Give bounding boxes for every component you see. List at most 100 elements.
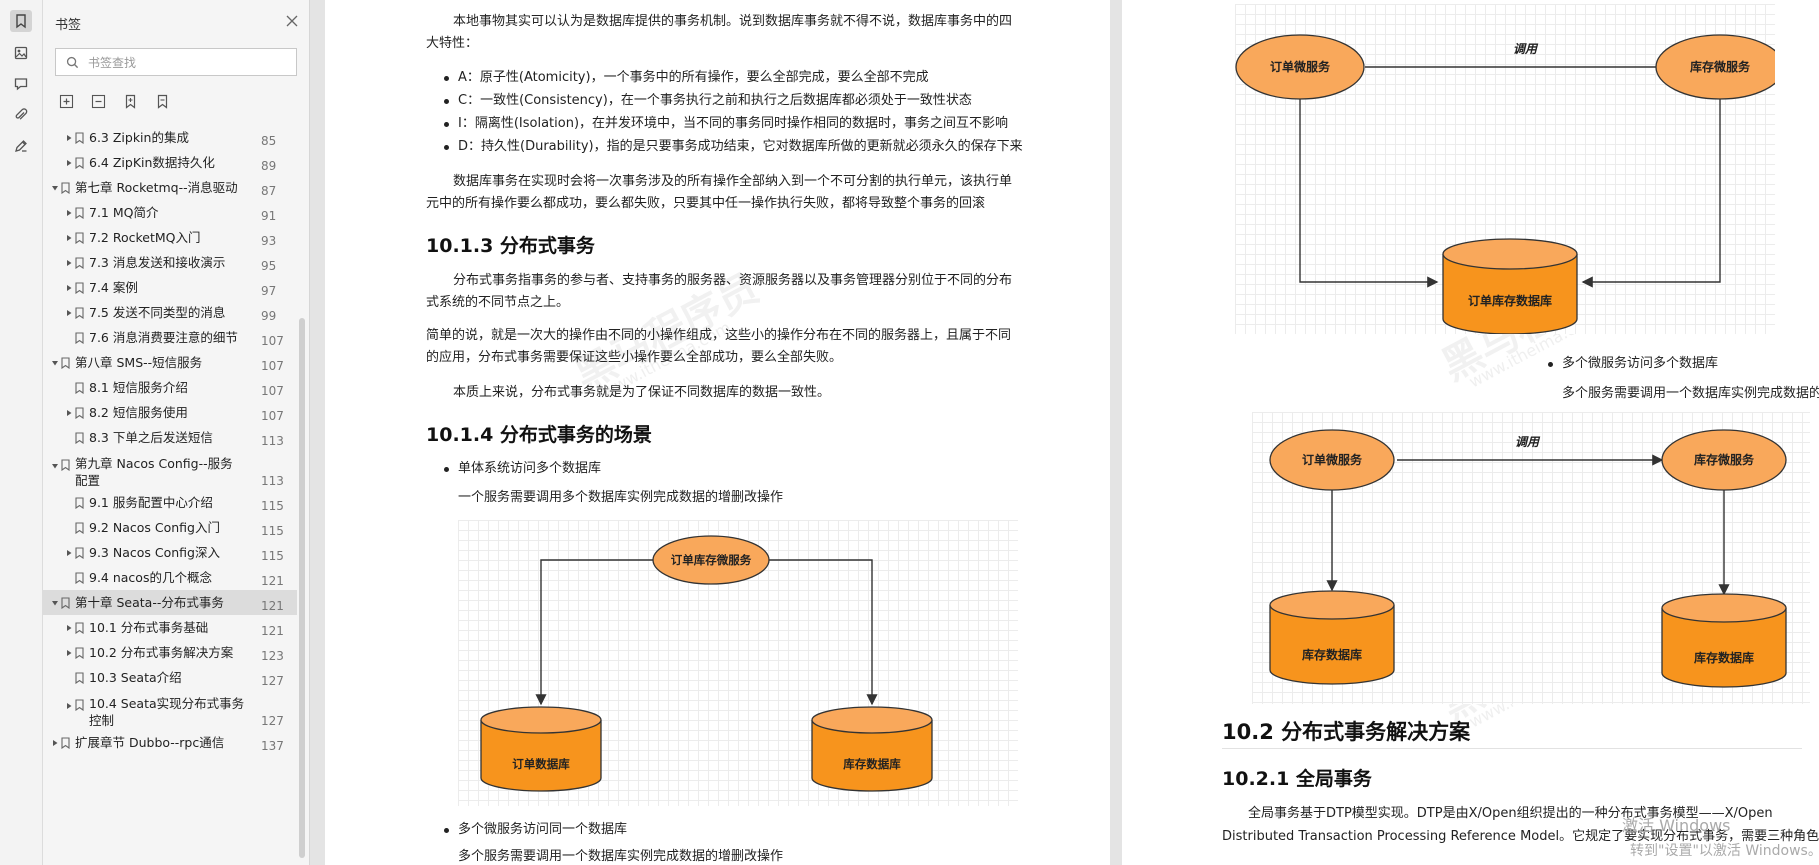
comment-icon[interactable] — [10, 73, 32, 95]
bookmark-item[interactable]: 9.2 Nacos Config入门 115 — [43, 515, 297, 540]
left-icon-rail — [0, 0, 43, 865]
bookmark-item-label: 9.2 Nacos Config入门 — [89, 520, 220, 535]
bookmark-item-page: 121 — [261, 574, 284, 588]
bookmark-item-page: 115 — [261, 524, 284, 538]
caret-right-icon[interactable] — [65, 234, 73, 242]
node-database: 订单数据库 — [512, 757, 570, 771]
expand-all-icon[interactable] — [57, 92, 75, 110]
close-icon[interactable] — [285, 14, 299, 28]
bookmark-item-page: 137 — [261, 739, 284, 753]
bookmark-panel-icon[interactable] — [10, 10, 32, 32]
paragraph-text: 数据库事务在实现时会将一次事务涉及的所有操作全部纳入到一个不可分割的执行单元，该… — [453, 174, 1013, 189]
caret-right-icon[interactable] — [65, 309, 73, 317]
bookmark-item-label: 第七章 Rocketmq--消息驱动 — [75, 180, 238, 195]
bookmark-search-box[interactable] — [55, 48, 297, 76]
caret-right-icon[interactable] — [65, 549, 73, 557]
bookmark-icon — [61, 596, 70, 609]
add-bookmark-icon[interactable] — [121, 92, 139, 110]
bookmark-icon — [75, 156, 84, 169]
bookmark-item[interactable]: 9.1 服务配置中心介绍 115 — [43, 490, 297, 515]
caret-down-icon[interactable] — [51, 359, 59, 367]
signature-icon[interactable] — [10, 135, 32, 157]
section-heading: 10.2.1 全局事务 — [1222, 768, 1372, 790]
bookmark-item-page: 107 — [261, 334, 284, 348]
attachment-icon[interactable] — [10, 104, 32, 126]
caret-right-icon[interactable] — [65, 259, 73, 267]
bookmark-icon — [75, 406, 84, 419]
diagram-multi-service-single-db: 订单微服务 库存微服务 调用 订单库存数据库 — [1235, 4, 1775, 334]
bookmark-item-page: 115 — [261, 549, 284, 563]
caret-right-icon[interactable] — [65, 284, 73, 292]
bookmark-icon — [61, 459, 70, 471]
bookmark-search-input[interactable] — [86, 52, 290, 74]
caret-right-icon[interactable] — [65, 159, 73, 167]
paragraph-text: 元中的所有操作要么都成功，要么都失败，只要其中任一操作执行失败，都将导致整个事务… — [426, 196, 986, 211]
search-icon — [66, 56, 79, 69]
bookmark-item-label: 第九章 Nacos Config--服务 配置 — [75, 456, 233, 488]
caret-right-icon[interactable] — [65, 649, 73, 657]
bullet — [444, 467, 449, 472]
bookmark-icon — [75, 571, 84, 584]
bookmark-item-page: 123 — [261, 649, 284, 663]
bookmark-icon — [61, 356, 70, 369]
caret-right-icon[interactable] — [65, 209, 73, 217]
caret-down-icon[interactable] — [51, 184, 59, 192]
caret-right-icon[interactable] — [65, 702, 73, 710]
bookmark-item-label: 8.2 短信服务使用 — [89, 405, 188, 420]
caret-down-icon[interactable] — [51, 599, 59, 607]
bookmark-icon — [75, 431, 84, 444]
bookmark-icon — [75, 699, 84, 711]
bookmark-item-page: 99 — [261, 309, 277, 323]
caret-right-icon[interactable] — [65, 624, 73, 632]
section-heading: 10.2 分布式事务解决方案 — [1222, 720, 1471, 744]
paragraph-text: 式系统的不同节点之上。 — [426, 295, 570, 310]
bookmark-item-label: 9.1 服务配置中心介绍 — [89, 495, 213, 510]
caret-down-icon[interactable] — [51, 462, 59, 470]
bookmark-icon — [75, 621, 84, 634]
node-database: 库存数据库 — [1693, 651, 1754, 665]
thumbnail-icon[interactable] — [10, 42, 32, 64]
paragraph-text: 一个服务需要调用多个数据库实例完成数据的增删改操作 — [458, 490, 784, 505]
collapse-all-icon[interactable] — [89, 92, 107, 110]
node-database: 库存数据库 — [843, 757, 901, 771]
bookmark-item-page: 91 — [261, 209, 277, 223]
diagram-multi-service-multi-db: 订单微服务 库存微服务 调用 库存数据库 库存数据库 — [1252, 412, 1810, 704]
caret-right-icon[interactable] — [65, 409, 73, 417]
bookmark-item-page: 107 — [261, 359, 284, 373]
bookmark-item-label: 10.4 Seata实现分布式事务 控制 — [89, 696, 245, 728]
bookmark-item-label: 10.3 Seata介绍 — [89, 670, 182, 685]
bullet — [444, 828, 449, 833]
bullet-text: D：持久性(Durability)，指的是只要事务成功结束，它对数据库所做的更新… — [458, 139, 1023, 154]
paragraph-text: 全局事务基于DTP模型实现。DTP是由X/Open组织提出的一种分布式事务模型—… — [1248, 806, 1773, 821]
bookmark-scrollbar[interactable] — [299, 318, 305, 858]
caret-right-icon[interactable] — [51, 739, 59, 747]
caret-right-icon[interactable] — [65, 134, 73, 142]
node-service: 库存微服务 — [1693, 453, 1754, 467]
bookmark-item-label: 7.3 消息发送和接收演示 — [89, 255, 226, 270]
remove-bookmark-icon[interactable] — [153, 92, 171, 110]
bookmark-item-page: 115 — [261, 499, 284, 513]
